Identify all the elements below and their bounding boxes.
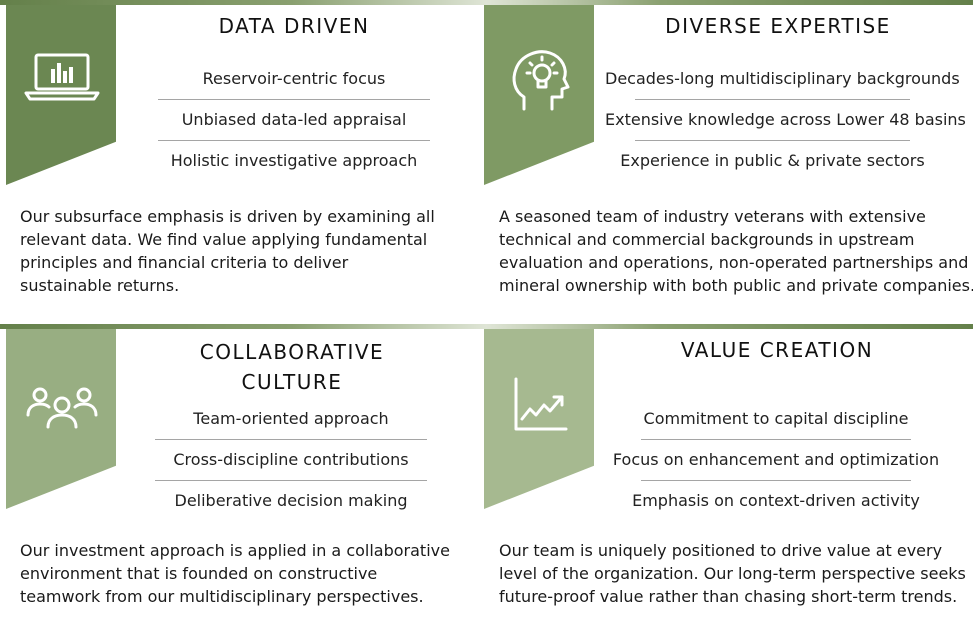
feature-item: Cross-discipline contributions (173, 450, 409, 469)
panel-description: Our subsurface emphasis is driven by exa… (20, 205, 435, 297)
description-line: future-proof value rather than chasing s… (499, 587, 958, 606)
feature-item: Unbiased data-led appraisal (181, 110, 407, 129)
feature-item: Holistic investigative approach (170, 151, 418, 170)
banner (484, 329, 594, 509)
divider (635, 99, 910, 100)
feature-list: Commitment to capital discipline Focus o… (611, 399, 941, 521)
laptop-chart-icon (22, 45, 102, 115)
feature-item: Team-oriented approach (193, 409, 389, 428)
description-line: Our team is uniquely positioned to drive… (499, 541, 943, 560)
description-line: teamwork from our multidisciplinary pers… (20, 587, 424, 606)
description-line: relevant data. We find value applying fu… (20, 230, 428, 249)
banner (6, 329, 116, 509)
panel-value-creation: VALUE CREATION Commitment to capital dis… (483, 329, 969, 629)
panel-description: Our team is uniquely positioned to drive… (499, 539, 966, 608)
feature-list: Reservoir-centric focus Unbiased data-le… (158, 59, 430, 181)
title-line: DATA DRIVEN (218, 14, 370, 38)
description-line: Our investment approach is applied in a … (20, 541, 450, 560)
panel-title: COLLABORATIVE CULTURE (158, 337, 426, 397)
divider (635, 140, 910, 141)
feature-item: Deliberative decision making (174, 491, 408, 510)
feature-item: Commitment to capital discipline (643, 409, 909, 428)
title-line: DIVERSE EXPERTISE (665, 14, 891, 38)
feature-item: Focus on enhancement and optimization (612, 450, 940, 469)
description-line: sustainable returns. (20, 276, 180, 295)
title-line: CULTURE (241, 370, 343, 394)
feature-item: Emphasis on context-driven activity (632, 491, 920, 510)
banner (484, 5, 594, 185)
divider (158, 140, 430, 141)
divider (641, 480, 911, 481)
banner (6, 5, 116, 185)
panel-description: Our investment approach is applied in a … (20, 539, 450, 608)
description-line: Our subsurface emphasis is driven by exa… (20, 207, 435, 226)
panel-data-driven: DATA DRIVEN Reservoir-centric focus Unbi… (0, 5, 486, 305)
description-line: technical and commercial backgrounds in … (499, 230, 915, 249)
panel-diverse-expertise: DIVERSE EXPERTISE Decades-long multidisc… (483, 5, 973, 305)
divider (155, 480, 427, 481)
description-line: evaluation and operations, non-operated … (499, 253, 969, 272)
title-line: COLLABORATIVE (199, 340, 385, 364)
description-line: level of the organization. Our long-term… (499, 564, 966, 583)
description-line: principles and financial criteria to del… (20, 253, 349, 272)
feature-list: Team-oriented approach Cross-discipline … (155, 399, 427, 521)
middle-divider-bar (0, 324, 973, 329)
divider (155, 439, 427, 440)
panel-description: A seasoned team of industry veterans wit… (499, 205, 973, 297)
panel-title: DATA DRIVEN (160, 11, 428, 41)
team-people-icon (22, 369, 102, 439)
feature-list: Decades-long multidisciplinary backgroun… (605, 59, 966, 181)
panel-title: VALUE CREATION (643, 335, 911, 365)
top-divider-bar (0, 0, 973, 5)
panel-collaborative-culture: COLLABORATIVE CULTURE Team-oriented appr… (0, 329, 486, 629)
feature-item: Reservoir-centric focus (202, 69, 386, 88)
head-lightbulb-icon (500, 45, 580, 115)
title-line: VALUE CREATION (680, 338, 874, 362)
divider (641, 439, 911, 440)
feature-item: Extensive knowledge across Lower 48 basi… (605, 110, 966, 129)
panel-title: DIVERSE EXPERTISE (633, 11, 923, 41)
description-line: mineral ownership with both public and p… (499, 276, 973, 295)
feature-item: Decades-long multidisciplinary backgroun… (605, 69, 960, 88)
description-line: A seasoned team of industry veterans wit… (499, 207, 926, 226)
feature-item: Experience in public & private sectors (620, 151, 925, 170)
growth-chart-icon (500, 369, 580, 439)
divider (158, 99, 430, 100)
description-line: environment that is founded on construct… (20, 564, 378, 583)
